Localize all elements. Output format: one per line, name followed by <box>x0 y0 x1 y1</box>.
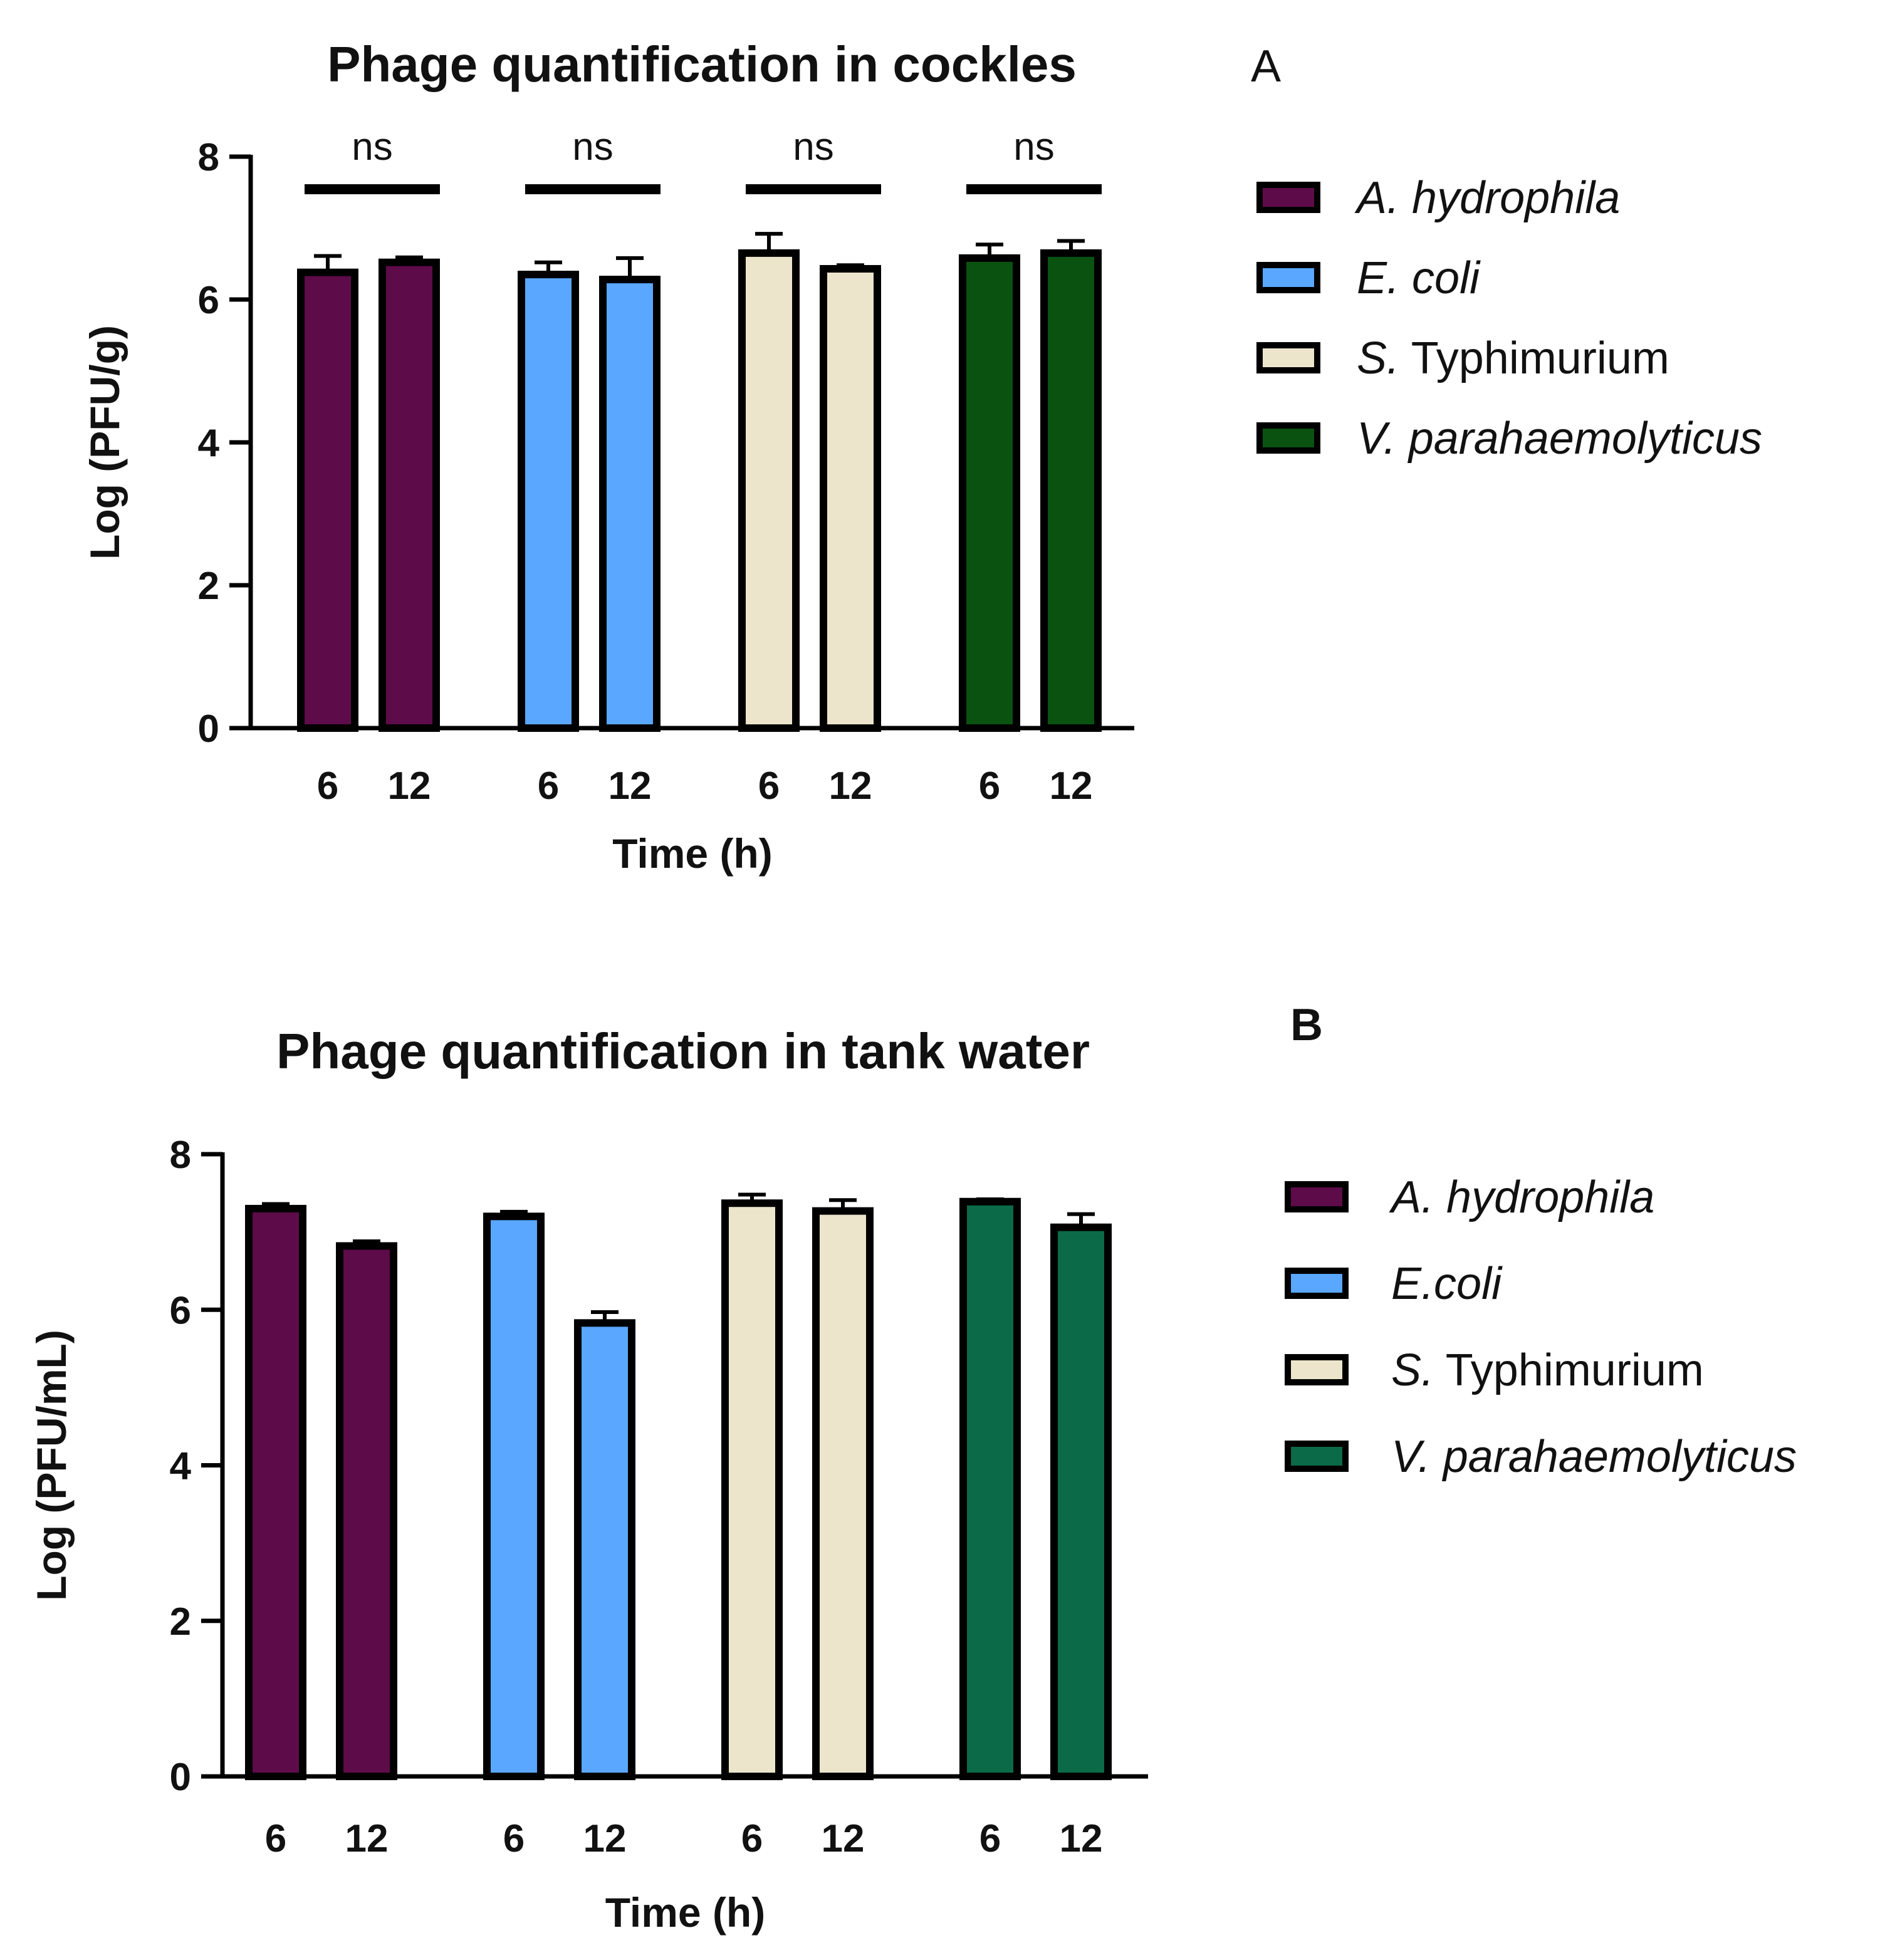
y-axis-title: Log (PFU/g) <box>81 325 128 560</box>
bar-s-typhimurium-12h <box>812 1207 874 1780</box>
bar-a-hydrophila-6h <box>245 1204 306 1780</box>
legend-label: E. coli <box>1357 253 1481 303</box>
bar-v-parahaemolyticus-12h <box>1050 1223 1112 1780</box>
legend-swatch <box>1285 1441 1349 1472</box>
x-tick-label: 6 <box>538 764 559 808</box>
legend-label: S. Typhimurium <box>1357 333 1669 383</box>
legend-label-italic: A. hydrophila <box>1389 1172 1654 1222</box>
bar-s-typhimurium-6h <box>721 1199 783 1780</box>
x-axis-title: Time (h) <box>605 1889 765 1936</box>
significance-label: ns <box>572 125 613 169</box>
legend-label: S. Typhimurium <box>1391 1345 1704 1395</box>
x-axis-title: Time (h) <box>612 830 772 877</box>
x-tick-label: 6 <box>317 764 338 808</box>
y-tick-label: 0 <box>170 1756 191 1799</box>
bar-v-parahaemolyticus-6h <box>959 1197 1021 1781</box>
y-axis-title: Log (PFU/mL) <box>28 1330 75 1601</box>
x-tick-label: 12 <box>822 1817 865 1860</box>
legend-label-italic: S. <box>1391 1345 1434 1395</box>
legend-label-italic: E. coli <box>1357 253 1481 303</box>
chart-title: Phage quantification in tank water <box>276 1023 1090 1079</box>
y-tick-label: 6 <box>170 1289 191 1332</box>
x-tick-label: 6 <box>741 1817 763 1860</box>
bar-a-hydrophila-6h <box>297 268 358 732</box>
y-tick-label: 2 <box>170 1600 191 1644</box>
y-tick-label: 2 <box>198 565 219 608</box>
legend-label-roman: Typhimurium <box>1434 1345 1704 1395</box>
bar-s-typhimurium-6h <box>738 249 800 732</box>
legend-label: A. hydrophila <box>1354 173 1620 223</box>
legend-label-italic: V. parahaemolyticus <box>1391 1432 1797 1482</box>
x-tick-label: 12 <box>345 1817 389 1860</box>
x-tick-label: 12 <box>388 764 431 808</box>
legend-swatch <box>1256 262 1320 293</box>
bar-e-coli-12h <box>574 1319 635 1781</box>
legend-label-italic: A. hydrophila <box>1354 173 1620 223</box>
legend-label: V. parahaemolyticus <box>1391 1432 1797 1482</box>
bar-a-hydrophila-12h <box>336 1242 397 1780</box>
legend-label: A. hydrophila <box>1389 1172 1654 1222</box>
legend-label-italic: E.coli <box>1391 1259 1503 1309</box>
x-tick-label: 12 <box>583 1817 627 1860</box>
x-tick-label: 12 <box>829 764 872 808</box>
y-tick-label: 8 <box>170 1134 191 1177</box>
bar-e-coli-6h <box>518 271 579 732</box>
bar-v-parahaemolyticus-6h <box>959 254 1020 732</box>
panel-label: A <box>1251 41 1281 91</box>
y-tick-label: 6 <box>198 279 219 322</box>
chart-panel-A: Phage quantification in cockles A 6 12 ns 6 12… <box>81 36 1762 877</box>
x-tick-label: 12 <box>1050 764 1093 808</box>
bar-v-parahaemolyticus-12h <box>1040 249 1102 732</box>
significance-label: ns <box>352 125 392 169</box>
x-tick-label: 12 <box>1060 1817 1103 1860</box>
bar-a-hydrophila-12h <box>379 258 440 732</box>
legend-label: V. parahaemolyticus <box>1357 414 1762 464</box>
x-tick-label: 12 <box>608 764 652 808</box>
legend-label-roman: Typhimurium <box>1399 333 1669 383</box>
x-tick-label: 6 <box>265 1817 286 1860</box>
y-tick-label: 4 <box>170 1445 192 1488</box>
significance-label: ns <box>793 125 833 169</box>
y-tick-label: 8 <box>198 136 219 179</box>
x-tick-label: 6 <box>503 1817 525 1860</box>
chart-panel-B: Phage quantification in tank water B 6 12 6 1… <box>28 1000 1797 1936</box>
legend-swatch <box>1256 422 1320 454</box>
x-tick-label: 6 <box>979 764 1000 808</box>
legend-label: E.coli <box>1391 1259 1503 1309</box>
bar-e-coli-6h <box>483 1212 545 1781</box>
significance-label: ns <box>1013 125 1054 169</box>
bar-s-typhimurium-12h <box>820 264 881 732</box>
x-tick-label: 6 <box>758 764 780 808</box>
legend-label-italic: V. parahaemolyticus <box>1357 414 1762 464</box>
legend-swatch <box>1256 342 1320 373</box>
legend-label-italic: S. <box>1357 333 1399 383</box>
legend-swatch <box>1285 1181 1349 1212</box>
y-tick-label: 4 <box>198 422 220 465</box>
y-tick-label: 0 <box>198 707 219 751</box>
bar-e-coli-12h <box>599 276 661 732</box>
panel-label: B <box>1290 1000 1323 1050</box>
chart-title: Phage quantification in cockles <box>327 36 1077 92</box>
x-tick-label: 6 <box>979 1817 1001 1860</box>
legend-swatch <box>1285 1354 1349 1385</box>
legend-swatch <box>1285 1268 1349 1299</box>
legend-swatch <box>1256 182 1320 213</box>
